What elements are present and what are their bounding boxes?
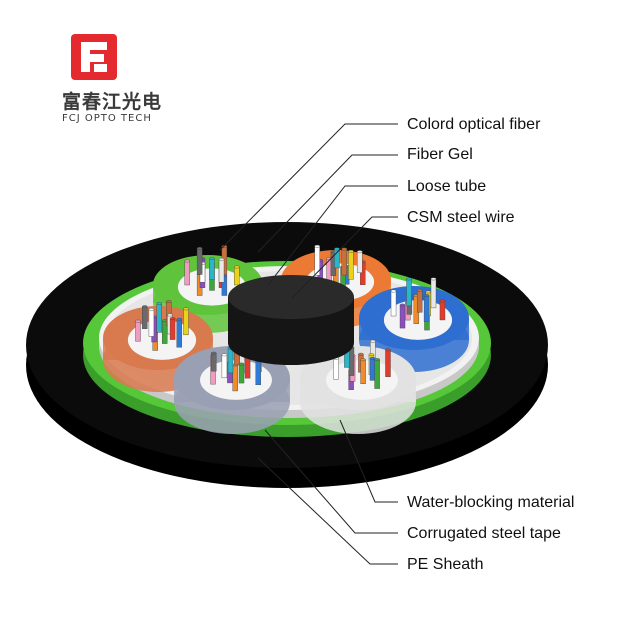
optical-fiber — [196, 248, 203, 275]
csm-steel-wire-layer — [228, 275, 354, 365]
optical-fiber — [255, 360, 261, 386]
optical-fiber — [333, 358, 339, 380]
label-colord-optical-fiber: Colord optical fiber — [407, 116, 541, 133]
logo-mark-icon — [71, 34, 117, 80]
label-corrugated-steel-tape: Corrugated steel tape — [407, 525, 561, 542]
optical-fiber — [439, 300, 446, 321]
label-water-blocking-material: Water-blocking material — [407, 494, 575, 511]
leader-lines — [219, 123, 398, 565]
optical-fiber — [369, 358, 376, 381]
loose-tube-blue — [359, 277, 469, 372]
optical-fiber — [142, 306, 148, 329]
optical-fiber — [148, 309, 155, 337]
optical-fiber — [211, 352, 217, 372]
optical-fiber — [221, 354, 228, 379]
optical-fiber — [176, 319, 182, 348]
optical-fiber — [385, 349, 391, 377]
optical-fiber — [374, 359, 380, 389]
optical-fiber — [357, 251, 363, 273]
optical-fiber — [399, 304, 406, 329]
optical-fiber — [406, 278, 412, 307]
optical-fiber — [390, 290, 397, 317]
optical-fiber — [232, 364, 238, 392]
label-fiber-gel: Fiber Gel — [407, 146, 473, 163]
optical-fiber — [360, 359, 366, 384]
optical-fiber — [234, 266, 240, 286]
label-pe-sheath: PE Sheath — [407, 556, 484, 573]
optical-fiber — [238, 363, 245, 384]
optical-fiber — [423, 295, 430, 322]
optical-fiber — [227, 347, 234, 374]
optical-fiber — [218, 259, 225, 283]
loose-tube-white — [300, 339, 416, 434]
optical-fiber — [430, 278, 437, 309]
optical-fiber — [183, 308, 189, 336]
optical-fiber — [348, 251, 354, 280]
optical-fiber — [184, 260, 190, 286]
optical-fiber — [348, 347, 355, 376]
label-loose-tube: Loose tube — [407, 178, 487, 195]
optical-fiber — [156, 303, 163, 333]
optical-fiber — [169, 318, 176, 340]
optical-fiber — [416, 290, 423, 313]
optical-fiber — [135, 320, 141, 342]
brand-logo: 富春江光电 FCJ OPTO TECH — [62, 34, 161, 129]
label-csm-steel-wire: CSM steel wire — [407, 209, 515, 226]
optical-fiber — [341, 248, 347, 276]
optical-fiber — [209, 258, 215, 280]
brand-name-cn: 富春江光电 — [62, 91, 163, 113]
loose-tube-brown — [103, 300, 213, 392]
brand-name-en: FCJ OPTO TECH — [62, 113, 152, 124]
